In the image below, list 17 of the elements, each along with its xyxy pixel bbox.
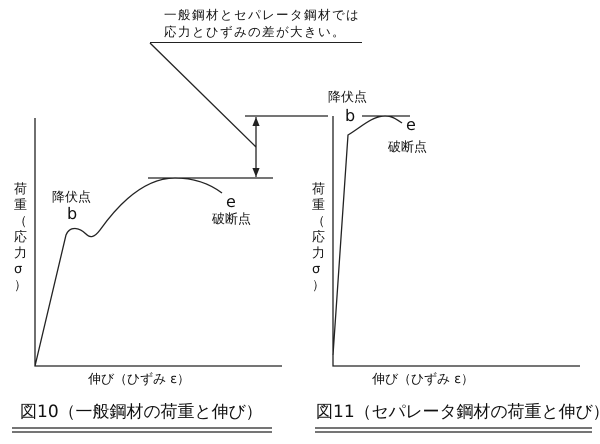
figure-caption: 図11（セパレータ鋼材の荷重と伸び） [316, 402, 600, 422]
axis-label: 荷重（応力σ） [312, 182, 326, 294]
axis-label: 荷重（応力σ） [14, 182, 28, 294]
point-label: 破断点 [388, 140, 427, 156]
point-label: 降伏点 [52, 190, 91, 206]
axis-label: 伸び（ひずみ ε） [88, 372, 190, 388]
axis-label: 伸び（ひずみ ε） [372, 372, 474, 388]
point-letter: e [406, 117, 416, 133]
point-letter: b [67, 206, 78, 222]
callout-note: 一般鋼材とセパレータ鋼材では応力とひずみの差が大きい。 [150, 6, 362, 43]
figure-caption: 図10（一般鋼材の荷重と伸び） [20, 402, 263, 422]
point-letter: e [226, 194, 236, 210]
point-letter: b [345, 108, 356, 124]
point-label: 破断点 [212, 212, 251, 228]
leader-line [150, 42, 256, 148]
point-label: 降伏点 [328, 90, 367, 106]
dimension-arrow [252, 117, 260, 177]
